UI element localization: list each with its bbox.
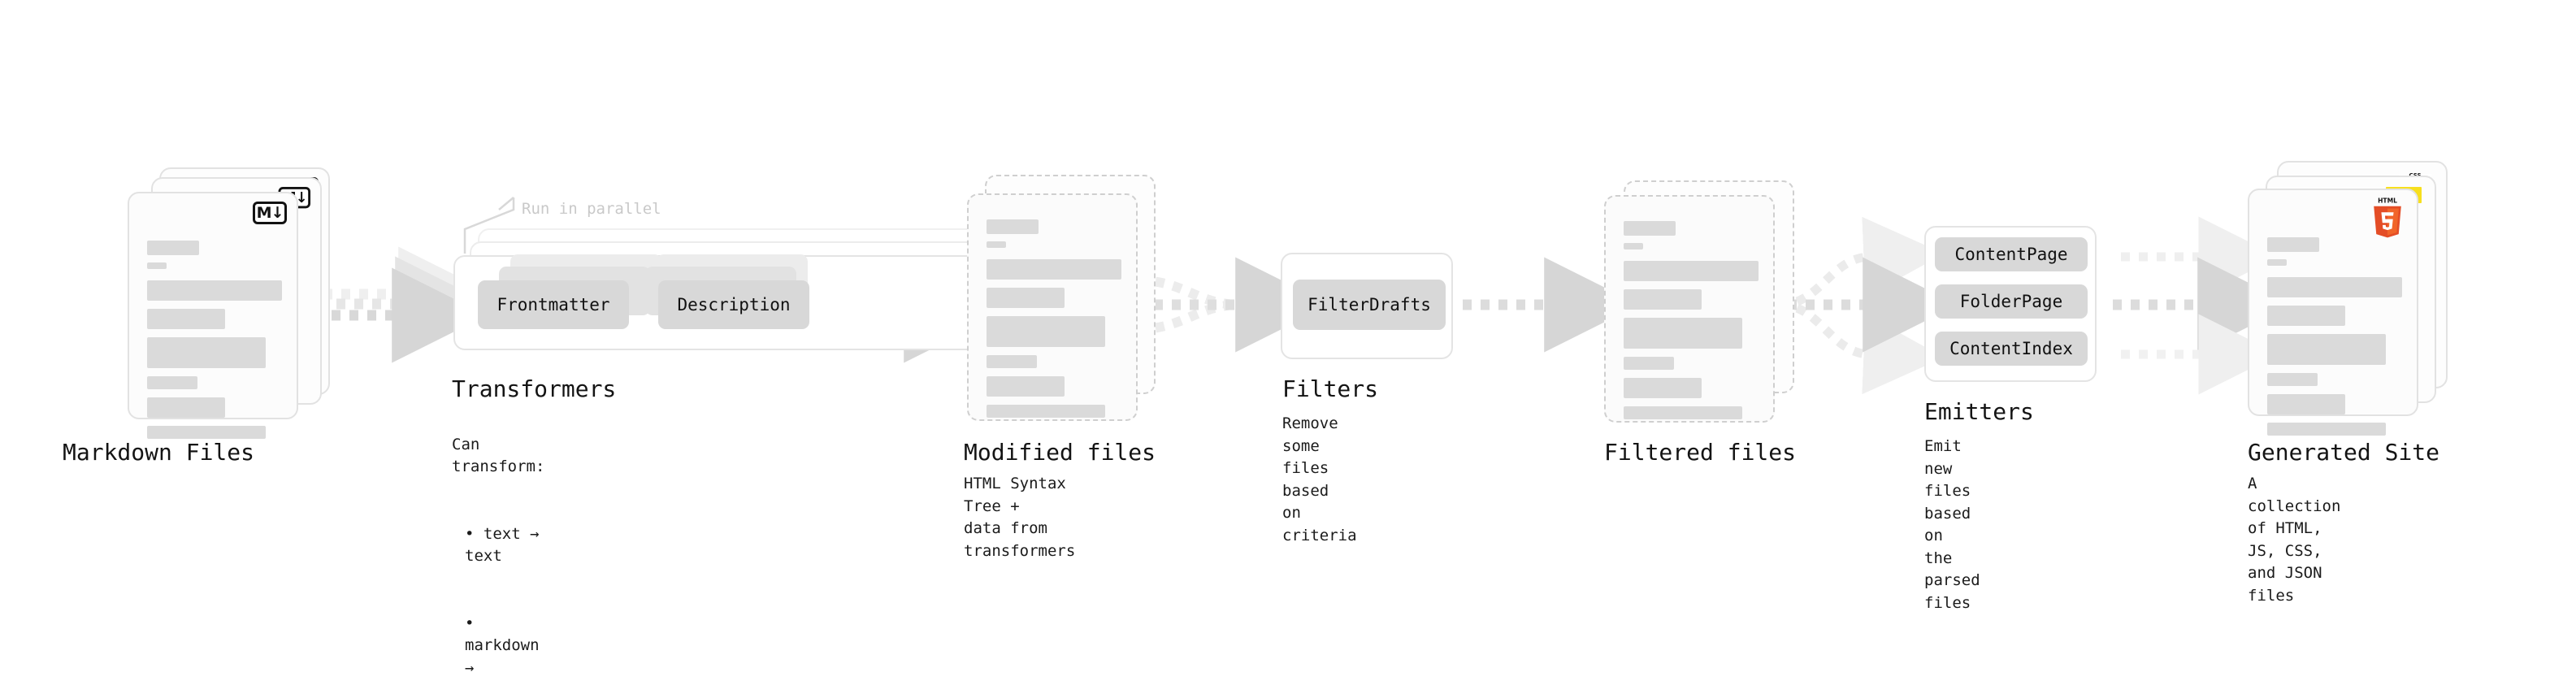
card-content-lines — [1624, 221, 1759, 427]
pill-label: FolderPage — [1959, 292, 2063, 311]
modified-card-front[interactable] — [967, 193, 1138, 421]
transformer-pill-description[interactable]: Description — [658, 280, 809, 329]
transform-bullet-0: • text → text — [465, 524, 540, 566]
emitter-pill-folderpage[interactable]: FolderPage — [1935, 284, 2088, 319]
pill-label: Frontmatter — [497, 295, 610, 314]
emitter-pill-contentpage[interactable]: ContentPage — [1935, 237, 2088, 271]
card-content-lines — [147, 241, 282, 446]
stage-title-modified-files: Modified files — [964, 439, 1156, 466]
transform-desc-head: Can transform: — [452, 435, 545, 476]
run-in-parallel-note: Run in parallel — [522, 200, 661, 218]
card-content-lines — [987, 219, 1121, 425]
stage-title-filtered-files: Filtered files — [1604, 439, 1797, 466]
stage-title-emitters: Emitters — [1924, 398, 2034, 425]
pill-label: ContentPage — [1954, 245, 2068, 264]
stage-title-filters: Filters — [1282, 375, 1379, 402]
stage-desc-transformers: Can transform: • text → text • markdown … — [452, 411, 544, 681]
bullet-label: text → text — [465, 524, 540, 566]
stage-desc-generated-site: A collection of HTML, JS, CSS, and JSON … — [2248, 475, 2341, 605]
stage-title-transformers: Transformers — [452, 375, 617, 402]
bullet-label: markdown → markdown — [465, 636, 540, 678]
markdown-card-front[interactable]: M↓ — [128, 192, 298, 439]
pill-label: ContentIndex — [1949, 339, 2073, 358]
pill-label: Description — [677, 295, 791, 314]
markdown-icon: M↓ — [253, 202, 287, 224]
emitter-pill-contentindex[interactable]: ContentIndex — [1935, 332, 2088, 366]
arrow-emitters-to-site — [2113, 216, 2293, 395]
stage-title-generated-site: Generated Site — [2248, 439, 2440, 466]
stage-title-markdown: Markdown Files — [63, 439, 255, 466]
filter-pill-filterdrafts[interactable]: FilterDrafts — [1293, 280, 1446, 330]
site-card-front-html[interactable]: HTML — [2248, 189, 2418, 436]
stage-desc-filters: Remove some files based on criteria — [1282, 414, 1357, 544]
transform-bullet-1: • markdown → markdown — [452, 590, 544, 681]
transformer-pill-frontmatter[interactable]: Frontmatter — [478, 280, 629, 329]
stage-desc-emitters: Emit new files based on the parsed files — [1924, 437, 1980, 612]
card-content-lines — [2267, 237, 2402, 443]
svg-text:HTML: HTML — [2378, 197, 2397, 205]
html5-icon: HTML — [2374, 197, 2401, 238]
filtered-card-front[interactable] — [1604, 195, 1775, 423]
pill-label: FilterDrafts — [1308, 295, 1431, 314]
stage-desc-modified-files: HTML Syntax Tree + data from transformer… — [964, 475, 1076, 560]
